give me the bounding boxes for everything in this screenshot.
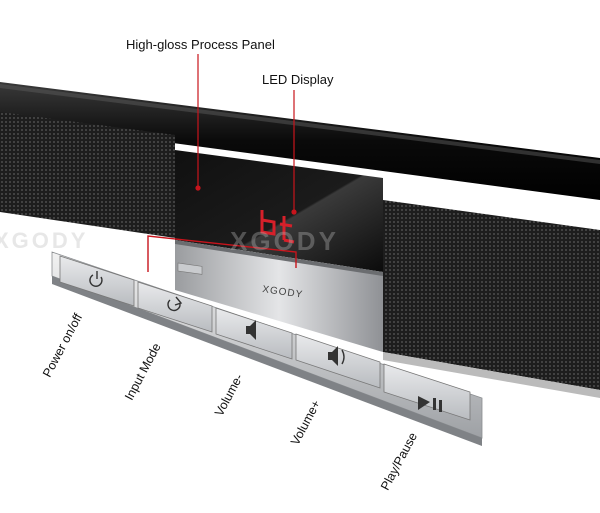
volume-down-icon: [246, 320, 256, 340]
button-volume-down[interactable]: [215, 307, 293, 360]
input-mode-icon: [167, 296, 183, 312]
top-highlight: [0, 84, 600, 164]
panel-bracket: [147, 235, 297, 272]
button-input-mode[interactable]: [137, 281, 213, 333]
right-speaker-grille: [383, 200, 600, 390]
button-volume-up[interactable]: [295, 333, 381, 389]
button-play-pause[interactable]: [383, 363, 471, 421]
play-pause-icon: [418, 396, 442, 412]
volume-up-icon: [328, 346, 345, 366]
watermark: XGODY: [230, 226, 339, 256]
watermark-left: XGODY: [0, 228, 89, 253]
display-callout-label: LED Display: [262, 72, 334, 87]
power-icon: [89, 271, 103, 287]
touch-strip: [177, 262, 203, 275]
button-power[interactable]: [59, 255, 135, 307]
panel-callout-label: High-gloss Process Panel: [126, 37, 275, 52]
led-readout: [260, 210, 295, 244]
soundbar-top: [0, 82, 600, 200]
high-gloss-panel: [175, 150, 383, 272]
left-speaker-grille: [0, 112, 175, 238]
